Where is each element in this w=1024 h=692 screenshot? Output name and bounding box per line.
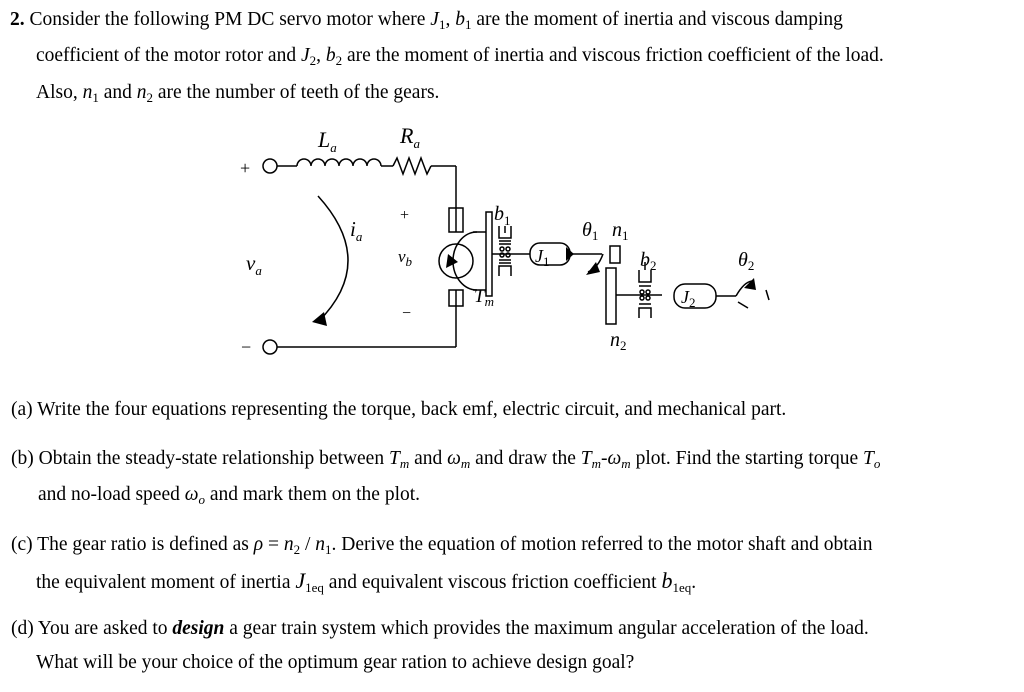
negative-terminal bbox=[262, 339, 278, 355]
svg-text:b2: b2 bbox=[640, 249, 657, 273]
svg-text:vb: vb bbox=[398, 247, 413, 269]
svg-text:b1: b1 bbox=[494, 203, 511, 228]
problem-intro-line-3: Also, n1 and n2 are the number of teeth … bbox=[36, 82, 440, 105]
problem-number: 2. bbox=[10, 9, 25, 30]
problem-intro-line-2: coefficient of the motor rotor and J2, b… bbox=[36, 45, 884, 68]
svg-text:J1: J1 bbox=[535, 246, 550, 269]
motor-shaft-flange bbox=[485, 211, 493, 297]
svg-text:La: La bbox=[317, 127, 337, 155]
damper-b2 bbox=[638, 270, 652, 283]
part-c-line-2: the equivalent moment of inertia J1eq an… bbox=[36, 568, 697, 595]
motor-brush-top bbox=[448, 207, 464, 233]
theta2-arrow bbox=[735, 280, 753, 297]
theta1-arrowhead bbox=[586, 262, 600, 275]
svg-text:θ2: θ2 bbox=[738, 249, 754, 273]
resistor-ra bbox=[392, 155, 432, 177]
part-d-line-1: (d) You are asked to design a gear train… bbox=[11, 618, 869, 639]
svg-text:n2: n2 bbox=[610, 329, 627, 353]
part-b-line-1: (b) Obtain the steady-state relationship… bbox=[11, 448, 881, 471]
damper-b1 bbox=[498, 226, 512, 239]
part-d-line-2: What will be your choice of the optimum … bbox=[36, 652, 635, 673]
svg-text:−: − bbox=[241, 337, 251, 357]
svg-text:n1: n1 bbox=[612, 219, 629, 243]
svg-text:−: − bbox=[402, 305, 411, 322]
inductor-la bbox=[296, 158, 382, 167]
rotor-arrow-icon bbox=[446, 254, 458, 268]
part-c-line-1: (c) The gear ratio is defined as ρ = n2 … bbox=[11, 534, 873, 557]
current-arrow-ia bbox=[317, 195, 349, 323]
svg-text:Tm: Tm bbox=[474, 286, 494, 309]
gear-n2 bbox=[605, 267, 617, 325]
svg-text:Ra: Ra bbox=[399, 123, 420, 151]
svg-text:J2: J2 bbox=[681, 287, 696, 310]
ia-arrowhead bbox=[312, 312, 327, 326]
part-b-line-2: and no-load speed ωo and mark them on th… bbox=[38, 484, 421, 507]
problem-intro-line-1: 2. Consider the following PM DC servo mo… bbox=[10, 9, 843, 32]
part-a: (a) Write the four equations representin… bbox=[11, 399, 787, 420]
svg-text:θ1: θ1 bbox=[582, 219, 598, 243]
motor-rotor bbox=[438, 243, 474, 279]
svg-text:+: + bbox=[400, 207, 409, 224]
svg-text:va: va bbox=[246, 251, 262, 278]
theta2-arrowhead bbox=[744, 278, 756, 290]
svg-text:+: + bbox=[240, 158, 250, 178]
gear-n1 bbox=[609, 245, 621, 264]
positive-terminal bbox=[262, 158, 278, 174]
motor-brush-bottom bbox=[448, 289, 464, 307]
svg-text:ia: ia bbox=[350, 217, 363, 244]
